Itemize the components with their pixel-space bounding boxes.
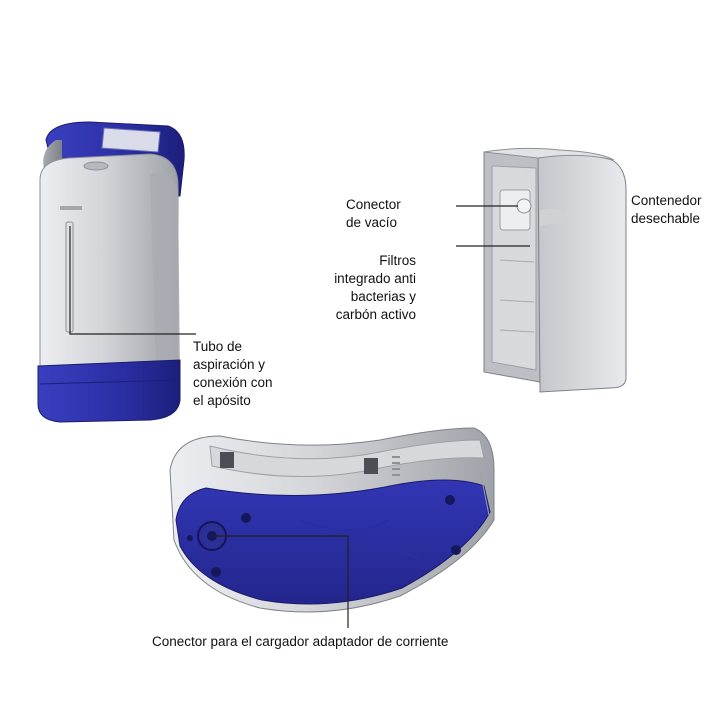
display-screen (101, 127, 161, 153)
label-charger-connector: Conector para el cargador adaptador de c… (152, 634, 449, 649)
label-disposable-canister: Contenedor desechable (631, 193, 702, 226)
foot-4 (445, 495, 455, 505)
brand-mark (60, 206, 82, 210)
clip-tab-right (364, 458, 378, 474)
main-unit-upright (37, 121, 185, 423)
main-unit-underside (169, 427, 495, 613)
leader-tubo (69, 226, 196, 335)
vacuum-connector-port (516, 198, 532, 214)
label-suction-tube: Tubo de aspiración y conexión con el apó… (193, 339, 273, 408)
foot-2 (241, 513, 251, 523)
disposable-canister (483, 147, 627, 393)
foot-3 (211, 567, 221, 577)
leader-lines (69, 205, 530, 628)
clip-tab-left (220, 452, 234, 468)
foot-1 (187, 535, 193, 541)
power-button (83, 161, 109, 171)
label-vacuum-connector: Conector de vacío (346, 197, 401, 230)
label-filters: Filtros integrado anti bacterias y carbó… (334, 253, 416, 322)
foot-5 (451, 545, 461, 555)
leader-cargador (212, 535, 349, 628)
